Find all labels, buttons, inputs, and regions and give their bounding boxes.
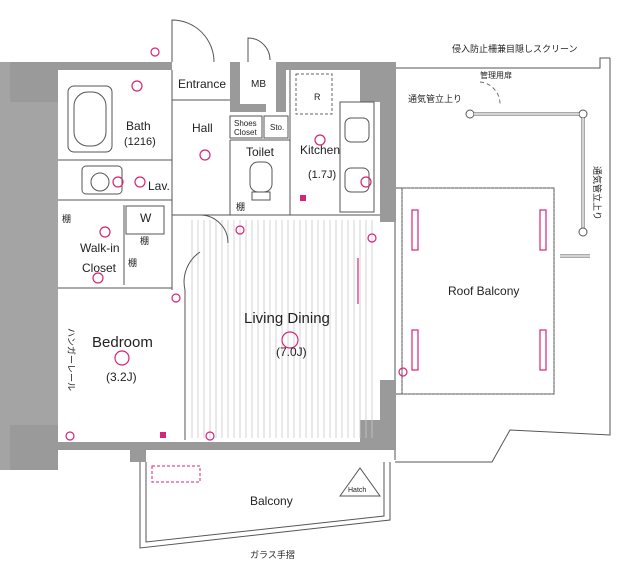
kitchen-label: Kitchen bbox=[300, 143, 340, 157]
walkin-closet-label: Closet bbox=[82, 261, 117, 275]
living-label: Living Dining bbox=[244, 310, 330, 327]
kitchen-size: (1.7J) bbox=[308, 169, 336, 181]
unit-walls bbox=[0, 62, 396, 470]
shelf-label-4: 棚 bbox=[236, 201, 245, 213]
hanger-rail-label: ハンガーレール bbox=[65, 328, 76, 391]
outlets bbox=[65, 47, 408, 441]
vent-note-1: 通気管立上り bbox=[408, 93, 462, 105]
living-floor bbox=[191, 220, 373, 438]
shelf-label-2: 棚 bbox=[140, 235, 149, 247]
mb-label: MB bbox=[251, 79, 266, 90]
screen-note: 侵入防止柵兼目隠しスクリーン bbox=[452, 43, 578, 55]
doors bbox=[171, 19, 271, 291]
kitchen-fixture bbox=[295, 73, 375, 213]
vent-note-2: 通気管立上り bbox=[591, 166, 603, 220]
roof-balcony-label: Roof Balcony bbox=[448, 284, 519, 298]
living-size: (7.0J) bbox=[276, 345, 307, 359]
bath-label: Bath bbox=[126, 119, 151, 133]
glass-rail-note: ガラス手摺 bbox=[250, 549, 295, 561]
toilet-fixture bbox=[249, 161, 273, 201]
fridge-label: R bbox=[314, 92, 321, 102]
balcony-area bbox=[139, 462, 391, 549]
storage-label: Sto. bbox=[270, 123, 284, 132]
shoes-label: Shoes bbox=[234, 119, 257, 128]
washer bbox=[125, 205, 165, 235]
bath-fixtures bbox=[67, 85, 123, 195]
roof-balcony-area bbox=[392, 57, 611, 463]
shelf-label-3: 棚 bbox=[128, 257, 137, 269]
lav-label: Lav. bbox=[148, 179, 170, 193]
washer-label: W bbox=[140, 211, 152, 225]
bedroom-label: Bedroom bbox=[92, 334, 153, 351]
hall-label: Hall bbox=[192, 121, 213, 135]
interior-walls bbox=[58, 70, 380, 440]
toilet-label: Toilet bbox=[246, 145, 275, 159]
balcony-label: Balcony bbox=[250, 494, 293, 508]
closet-label: Closet bbox=[234, 128, 257, 137]
vent-pipes bbox=[465, 81, 590, 258]
entrance-label: Entrance bbox=[178, 77, 226, 91]
bath-size: (1216) bbox=[124, 136, 156, 148]
bedroom-size: (3.2J) bbox=[106, 370, 137, 384]
hatch-label: Hatch bbox=[348, 487, 366, 494]
mgmt-door-note: 管理用扉 bbox=[480, 70, 512, 80]
shelf-label-1: 棚 bbox=[62, 213, 71, 225]
walkin-label: Walk-in bbox=[80, 241, 120, 255]
